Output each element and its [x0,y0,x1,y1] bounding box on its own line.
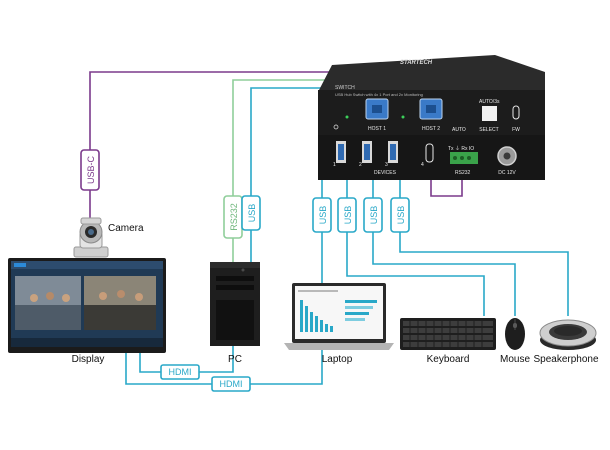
keyboard-icon [400,318,496,350]
camera-label: Camera [108,223,144,234]
hdmi-pc-label: HDMI [169,367,192,377]
speakerphone-label: Speakerphone [533,354,598,365]
auto-label: AUTO [452,127,466,133]
usb-switch-device: STARTECH SWITCH USB Hub Switch with 4x 1… [318,55,545,180]
device-subtitle: USB Hub Switch with 4x 1 Port and 2x Mon… [335,92,423,97]
select-label: SELECT [479,127,498,133]
usb-keyboard-label: USB [343,206,353,225]
pc-tower-icon [210,262,260,346]
hdmi-pc-pill [160,364,200,380]
select-button[interactable] [482,106,497,121]
hdmi-laptop-label: HDMI [220,379,243,389]
pc-label: PC [228,354,242,365]
usb-mouse-label: USB [369,206,379,225]
rs232-label: RS232 [229,203,239,231]
usb-c-pill [80,149,100,191]
usb-laptop-pill [312,197,332,233]
port-3-number: 3 [385,162,388,168]
display-label: Display [72,354,105,365]
usb-speaker-pill [390,197,410,233]
laptop-label: Laptop [322,354,353,365]
device-model-line: SWITCH [335,85,355,91]
usb-laptop-label: USB [318,206,328,225]
rs232-pins-label: Tx ⏚ Rx IO [448,145,474,152]
keyboard-label: Keyboard [427,354,470,365]
device-top [318,55,545,92]
host2-label: HOST 2 [422,126,440,132]
usb-speaker-label: USB [396,206,406,225]
camera-icon [73,217,109,258]
usb-mouse-pill [363,197,383,233]
power-icon [333,124,339,130]
devices-label: DEVICES [374,170,397,176]
host1-led [345,115,349,119]
mouse-label: Mouse [500,354,530,365]
device-rs232-label: RS232 [455,170,471,176]
port-1-number: 1 [333,162,336,168]
speakerphone-icon [539,319,597,350]
hdmi-laptop-pill [211,376,251,392]
usb-c-port [425,143,434,163]
host2-led [401,115,405,119]
cable-labels: USB-C RS232 USB USB USB USB USB HDMI HDM… [80,149,410,392]
host1-label: HOST 1 [368,126,386,132]
usb-keyboard-pill [337,197,357,233]
display-icon [8,258,166,353]
usb-pc-pill [241,195,261,231]
device-brand: STARTECH [400,60,433,66]
auto-3s-label: AUTO/3s [479,99,500,105]
dc-label: DC 12V [498,170,516,176]
laptop-icon [284,283,394,350]
port-4-number: 4 [421,162,424,168]
usb-mouse-cable [372,160,516,316]
usb-c-label: USB-C [86,156,96,185]
port-2-number: 2 [359,162,362,168]
fw-port [512,105,520,120]
mouse-icon [505,318,525,350]
usb-pc-label: USB [247,204,257,223]
fw-label: FW [512,127,520,133]
